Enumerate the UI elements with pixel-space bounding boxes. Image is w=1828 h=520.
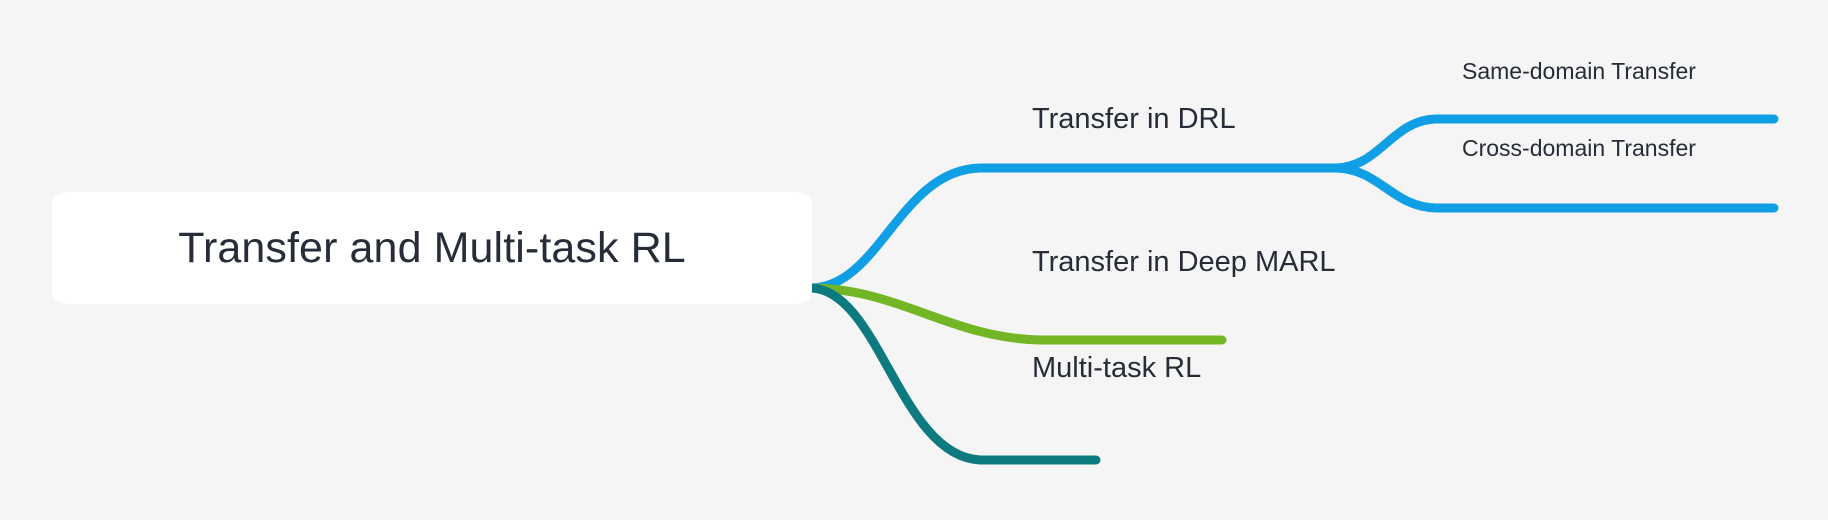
node-transfer-in-drl[interactable]: Transfer in DRL — [1032, 105, 1236, 134]
node-cross-domain-transfer[interactable]: Cross-domain Transfer — [1462, 137, 1696, 160]
node-transfer-in-deep-marl-label: Transfer in Deep MARL — [1032, 246, 1336, 278]
node-transfer-in-deep-marl[interactable]: Transfer in Deep MARL — [1032, 248, 1336, 277]
edge-root-to-transfer-in-drl — [807, 163, 1341, 293]
node-transfer-in-drl-label: Transfer in DRL — [1032, 103, 1236, 135]
node-same-domain-transfer[interactable]: Same-domain Transfer — [1462, 60, 1696, 83]
node-multi-task-rl[interactable]: Multi-task RL — [1032, 354, 1201, 383]
root-node-label: Transfer and Multi-task RL — [178, 223, 686, 272]
node-multi-task-rl-label: Multi-task RL — [1032, 352, 1202, 384]
root-node[interactable]: Transfer and Multi-task RL — [52, 192, 812, 304]
edge-root-to-transfer-in-deep-marl — [807, 283, 1227, 345]
edge-root-to-multi-task-rl — [807, 283, 1101, 465]
node-cross-domain-transfer-label: Cross-domain Transfer — [1462, 135, 1696, 161]
edge-drl-to-cross-domain — [1331, 163, 1779, 213]
node-same-domain-transfer-label: Same-domain Transfer — [1462, 58, 1696, 84]
